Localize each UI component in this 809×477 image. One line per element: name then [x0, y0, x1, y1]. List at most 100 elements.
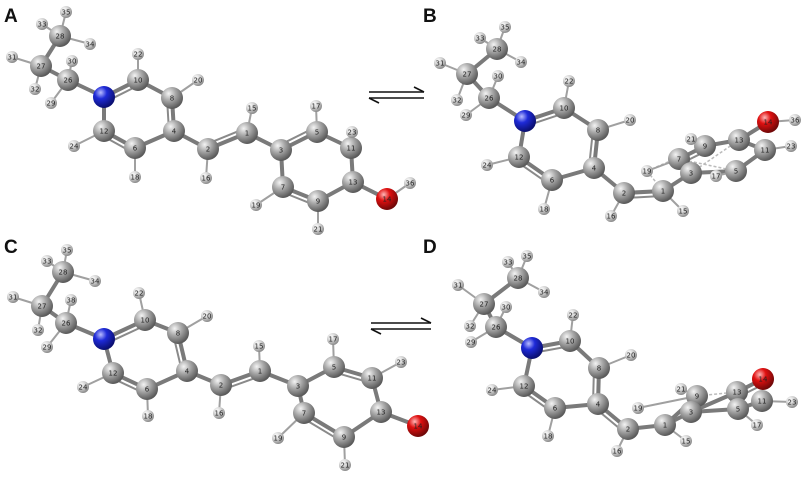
atom-number-label: 20 [627, 352, 636, 360]
atom-number-label: 21 [677, 386, 686, 394]
atom-number-label: 20 [203, 313, 212, 321]
hydrogen-atom: 35 [521, 250, 533, 262]
atom-number-label: 30 [502, 304, 511, 312]
atom-number-label: 8 [596, 127, 600, 135]
carbon-atom: 2 [617, 418, 639, 440]
hydrogen-atom: 16 [605, 210, 617, 222]
atom-number-label: 8 [597, 365, 601, 373]
hydrogen-atom: 15 [680, 435, 692, 447]
atom-number-label: 35 [63, 247, 72, 255]
carbon-atom: 2 [613, 182, 635, 204]
atom-number-label: 12 [109, 370, 118, 378]
carbon-atom: 10 [559, 330, 581, 352]
hydrogen-atom: 35 [499, 21, 511, 33]
hydrogen-atom: 19 [641, 165, 653, 177]
double-bond [285, 192, 312, 205]
atom-number-label: 31 [9, 294, 18, 302]
carbon-atom: 5 [725, 160, 747, 182]
atom-number-label: 17 [753, 422, 762, 430]
atom-number-label: 33 [504, 259, 513, 267]
bonds-a [11, 11, 411, 230]
atom-number-label: 35 [501, 24, 510, 32]
atom-number-label: 4 [185, 368, 190, 376]
hydrogen-atom: 24 [68, 140, 80, 152]
carbon-atom: 9 [307, 190, 329, 212]
atom-number-label: 4 [592, 165, 597, 173]
atom-number-label: 2 [622, 190, 626, 198]
atom-number-label: 11 [347, 145, 356, 153]
carbon-atom: 28 [52, 261, 74, 283]
atom-number-label: 10 [134, 77, 143, 85]
carbon-atom: 28 [49, 25, 71, 47]
carbon-atom: 6 [124, 137, 146, 159]
atom-number-label: 32 [34, 327, 43, 335]
hydrogen-atom: 18 [542, 430, 554, 442]
carbon-atom: 1 [654, 414, 676, 436]
atom-number-label: 21 [341, 462, 350, 470]
carbon-atom: 10 [134, 309, 156, 331]
double-bond [629, 195, 659, 199]
hydrogen-atom: 21 [675, 383, 687, 395]
atom-number-label: 33 [43, 258, 52, 266]
hydrogen-atom: 18 [142, 410, 154, 422]
bonds-c [12, 249, 420, 466]
carbon-atom: 13 [728, 129, 750, 151]
hydrogen-atom: 34 [515, 56, 527, 68]
hydrogen-atom: 17 [327, 333, 339, 345]
hydrogen-atom: 36 [789, 114, 801, 126]
double-bond [520, 163, 546, 182]
carbon-atom: 12 [102, 362, 124, 384]
atom-number-label: 11 [761, 147, 770, 155]
hydrogen-atom: 33 [474, 32, 486, 44]
atom-number-label: 6 [550, 177, 555, 185]
hydrogen-atom: 23 [346, 126, 358, 138]
hydrogen-atom: 31 [452, 279, 464, 291]
hydrogen-atom: 24 [481, 159, 493, 171]
hydrogen-atom: 22 [567, 309, 579, 321]
atom-number-label: 6 [133, 145, 138, 153]
atom-number-label: 23 [788, 399, 797, 407]
atom-number-label: 22 [569, 312, 578, 320]
atom-number-label: 21 [687, 136, 696, 144]
carbon-atom: 9 [694, 135, 716, 157]
carbon-atom: 5 [306, 121, 328, 143]
hydrogen-atom: 18 [129, 171, 141, 183]
atom-number-label: 31 [8, 54, 17, 62]
hydrogen-atom: 33 [502, 256, 514, 268]
atom-number-label: 26 [492, 324, 501, 332]
atom-number-label: 4 [172, 128, 177, 136]
carbon-atom: 10 [127, 69, 149, 91]
carbon-atom: 26 [57, 69, 79, 91]
atom-number-label: 22 [134, 51, 143, 59]
hydrogen-atom: 32 [451, 94, 463, 106]
carbon-atom: 8 [167, 322, 189, 344]
atom-number-label: 38 [67, 297, 76, 305]
hydrogen-atom: 32 [29, 83, 41, 95]
hydrogen-atom: 18 [538, 203, 550, 215]
atom-number-label: 14 [414, 423, 423, 431]
double-bond [588, 134, 594, 163]
carbon-atom: 11 [340, 137, 362, 159]
hydrogen-atom: 24 [77, 381, 89, 393]
atom-number-label: 24 [79, 384, 88, 392]
atom-number-label: 12 [520, 383, 529, 391]
carbon-atom: 1 [652, 180, 674, 202]
carbon-atom: 8 [587, 119, 609, 141]
panel-label-a: A [4, 6, 18, 27]
atom-number-label: 23 [787, 143, 796, 151]
carbon-atom: 12 [93, 120, 115, 142]
carbon-atom: 27 [31, 295, 53, 317]
carbon-atom: 5 [323, 356, 345, 378]
hydrogen-atom: 34 [89, 275, 101, 287]
double-bond [337, 372, 366, 383]
hydrogen-atom: 16 [213, 407, 225, 419]
carbon-atom: 4 [587, 393, 609, 415]
atom-number-label: 22 [135, 290, 144, 298]
carbon-atom: 28 [486, 38, 508, 60]
atom-number-label: 21 [314, 226, 323, 234]
carbon-atom: 13 [370, 401, 392, 423]
